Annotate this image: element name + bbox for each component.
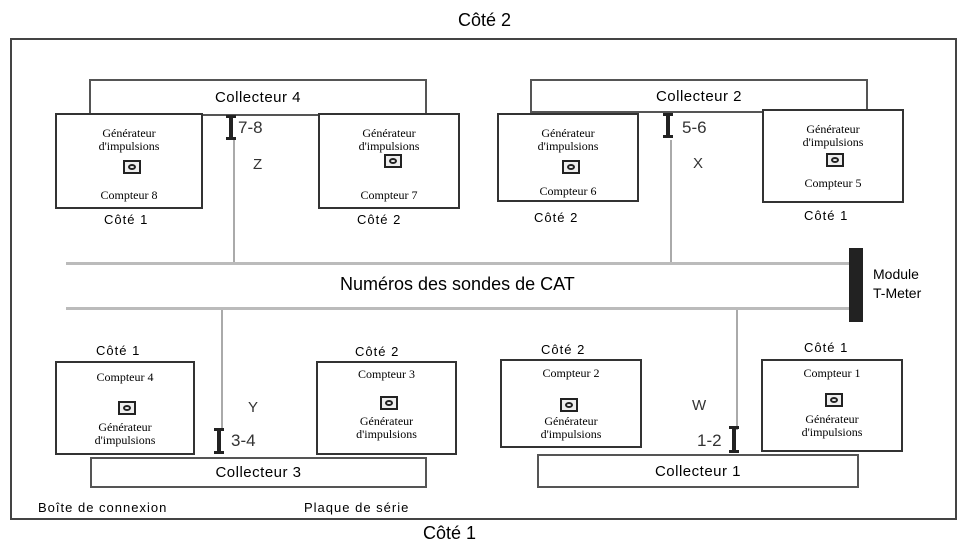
bus-bottom-line <box>66 307 854 310</box>
probe-5-6 <box>663 113 673 138</box>
device-1-counter: Compteur 1 <box>803 366 861 380</box>
collector-3-label: Collecteur 3 <box>215 464 302 481</box>
device-2-icon <box>560 398 578 412</box>
zone-w-label: W <box>692 397 707 414</box>
device-5-generator: Générateur d'impulsions <box>802 122 864 149</box>
probe-7-8-label: 7-8 <box>238 118 263 137</box>
device-6-generator: Générateur d'impulsions <box>537 126 599 153</box>
device-2-side: Côté 2 <box>541 342 586 357</box>
device-7-icon <box>384 154 402 168</box>
device-4-side: Côté 1 <box>96 343 141 358</box>
device-6: Générateur d'impulsions Compteur 6 <box>497 113 639 202</box>
zone-z-label: Z <box>253 156 263 173</box>
device-1-generator: Générateur d'impulsions <box>801 412 863 439</box>
device-2-generator: Générateur d'impulsions <box>540 414 602 441</box>
device-6-side: Côté 2 <box>534 210 579 225</box>
bus-label: Numéros des sondes de CAT <box>340 274 575 294</box>
probe-7-8 <box>226 115 236 140</box>
device-7-counter: Compteur 7 <box>360 188 418 202</box>
device-2: Compteur 2 Générateur d'impulsions <box>500 359 642 448</box>
device-3-side: Côté 2 <box>355 344 400 359</box>
probe-3-4-label: 3-4 <box>231 431 256 450</box>
zone-x-label: X <box>693 155 704 172</box>
device-4-icon <box>118 401 136 415</box>
serial-plate-label: Plaque de série <box>304 500 410 515</box>
bus-top-line <box>66 262 854 265</box>
device-1-side: Côté 1 <box>804 340 849 355</box>
device-4: Compteur 4 Générateur d'impulsions <box>55 361 195 455</box>
collector-4-label: Collecteur 4 <box>214 89 302 106</box>
device-8-generator: Générateur d'impulsions <box>98 126 160 153</box>
collector-2: Collecteur 2 <box>530 79 868 113</box>
device-1: Compteur 1 Générateur d'impulsions <box>761 359 903 452</box>
collector-3: Collecteur 3 <box>90 457 427 488</box>
device-7-side: Côté 2 <box>357 212 402 227</box>
collector-4: Collecteur 4 <box>89 79 427 116</box>
line-x <box>670 140 672 262</box>
device-8-side: Côté 1 <box>104 212 149 227</box>
probe-1-2-label: 1-2 <box>697 431 722 450</box>
device-3-generator: Générateur d'impulsions <box>356 414 417 441</box>
device-6-counter: Compteur 6 <box>539 184 597 198</box>
collector-1-label: Collecteur 1 <box>654 462 742 480</box>
collector-1: Collecteur 1 <box>537 454 859 488</box>
device-2-counter: Compteur 2 <box>542 366 600 380</box>
module-label-line1: Module <box>873 266 919 282</box>
line-z <box>233 140 235 262</box>
device-5: Générateur d'impulsions Compteur 5 <box>762 109 904 203</box>
device-8-icon <box>123 160 141 174</box>
device-4-counter: Compteur 4 <box>96 370 154 384</box>
device-3-counter: Compteur 3 <box>358 367 415 381</box>
junction-box-label: Boîte de connexion <box>38 500 168 515</box>
probe-3-4 <box>214 428 224 454</box>
device-4-generator: Générateur d'impulsions <box>94 420 156 447</box>
t-meter-module <box>849 248 863 322</box>
line-w <box>736 308 738 430</box>
device-6-icon <box>562 160 580 174</box>
probe-1-2 <box>729 426 739 453</box>
device-1-icon <box>825 393 843 407</box>
collector-2-label: Collecteur 2 <box>655 87 743 105</box>
zone-y-label: Y <box>248 399 259 416</box>
device-5-icon <box>826 153 844 167</box>
probe-5-6-label: 5-6 <box>682 118 707 137</box>
device-8: Générateur d'impulsions Compteur 8 <box>55 113 203 209</box>
device-7-generator: Générateur d'impulsions <box>358 126 420 153</box>
device-5-side: Côté 1 <box>804 208 849 223</box>
device-7: Générateur d'impulsions Compteur 7 <box>318 113 460 209</box>
device-3-icon <box>380 396 398 410</box>
module-label-line2: T-Meter <box>873 285 922 301</box>
device-3: Compteur 3 Générateur d'impulsions <box>316 361 457 455</box>
bottom-side-label: Côté 1 <box>423 523 477 543</box>
device-5-counter: Compteur 5 <box>804 176 862 190</box>
top-side-label: Côté 2 <box>458 10 512 30</box>
device-8-counter: Compteur 8 <box>100 188 158 202</box>
line-y <box>221 308 223 430</box>
